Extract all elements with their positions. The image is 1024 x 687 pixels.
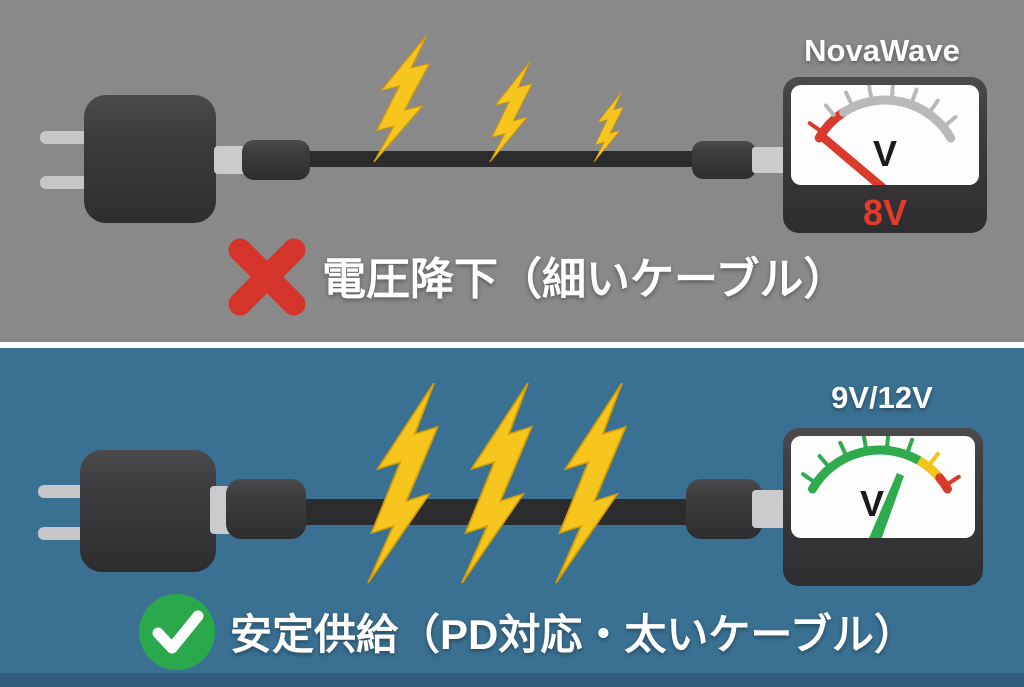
usb-plug-head	[226, 479, 306, 539]
meter-needle	[869, 473, 904, 538]
meter-scale-ticks	[801, 436, 961, 486]
caption-row: 電圧降下（細いケーブル）	[228, 238, 847, 316]
wall-charger	[40, 95, 216, 223]
caption-row: 安定供給（PD対応・太いケーブル）	[139, 594, 916, 670]
usb-cable-thin	[214, 140, 786, 180]
charger-body	[84, 95, 216, 223]
caption-text: 電圧降下（細いケーブル）	[322, 254, 847, 304]
lightning-bolt-icon	[555, 382, 627, 584]
power-bolts	[367, 382, 627, 584]
usb-connector-metal	[752, 147, 786, 173]
lightning-bolt-icon	[461, 382, 533, 584]
panel-divider	[0, 342, 1024, 348]
meter-scale-ticks	[807, 85, 958, 133]
meter-scale-arc	[839, 95, 956, 143]
check-icon	[139, 594, 215, 670]
interference-bolts	[373, 35, 624, 163]
usb-plug-head	[686, 479, 762, 539]
plug-prong	[38, 527, 88, 540]
meter-scale-red-zone	[935, 473, 952, 494]
usb-plug-head	[242, 140, 310, 180]
brand-label: NovaWave	[804, 33, 960, 68]
lightning-bolt-icon	[489, 61, 533, 163]
panel-voltage-drop: V 8V NovaWave 電圧降下（細いケーブル）	[0, 0, 1024, 342]
bottom-illustration: V 9V/12V 安定供給（PD対応・太いケーブル）	[0, 380, 1024, 687]
lightning-bolt-icon	[367, 382, 439, 584]
meter-unit-label: V	[860, 483, 884, 524]
meter-reading: 8V	[863, 192, 907, 233]
panel-stable-supply: V 9V/12V 安定供給（PD対応・太いケーブル）	[0, 348, 1024, 687]
voltmeter: V	[783, 428, 983, 586]
plug-prong	[38, 485, 88, 498]
caption-text: 安定供給（PD対応・太いケーブル）	[230, 611, 916, 658]
meter-needle	[816, 131, 891, 185]
charger-body	[80, 450, 216, 572]
usb-plug-head	[692, 141, 756, 179]
lightning-bolt-icon	[373, 35, 430, 163]
top-illustration: V 8V NovaWave 電圧降下（細いケーブル）	[40, 33, 987, 316]
cross-icon	[228, 238, 306, 316]
voltage-label: 9V/12V	[831, 380, 933, 415]
usb-connector-metal	[752, 490, 786, 528]
meter-scale-green-zone	[808, 445, 924, 494]
plug-prong	[40, 131, 90, 144]
wall-charger	[38, 450, 216, 572]
voltmeter: V 8V	[783, 77, 987, 233]
usb-connector-metal	[214, 146, 250, 174]
cable-wire	[296, 151, 710, 167]
meter-unit-label: V	[873, 133, 897, 174]
plug-prong	[40, 176, 90, 189]
bottom-edge-strip	[0, 673, 1024, 687]
